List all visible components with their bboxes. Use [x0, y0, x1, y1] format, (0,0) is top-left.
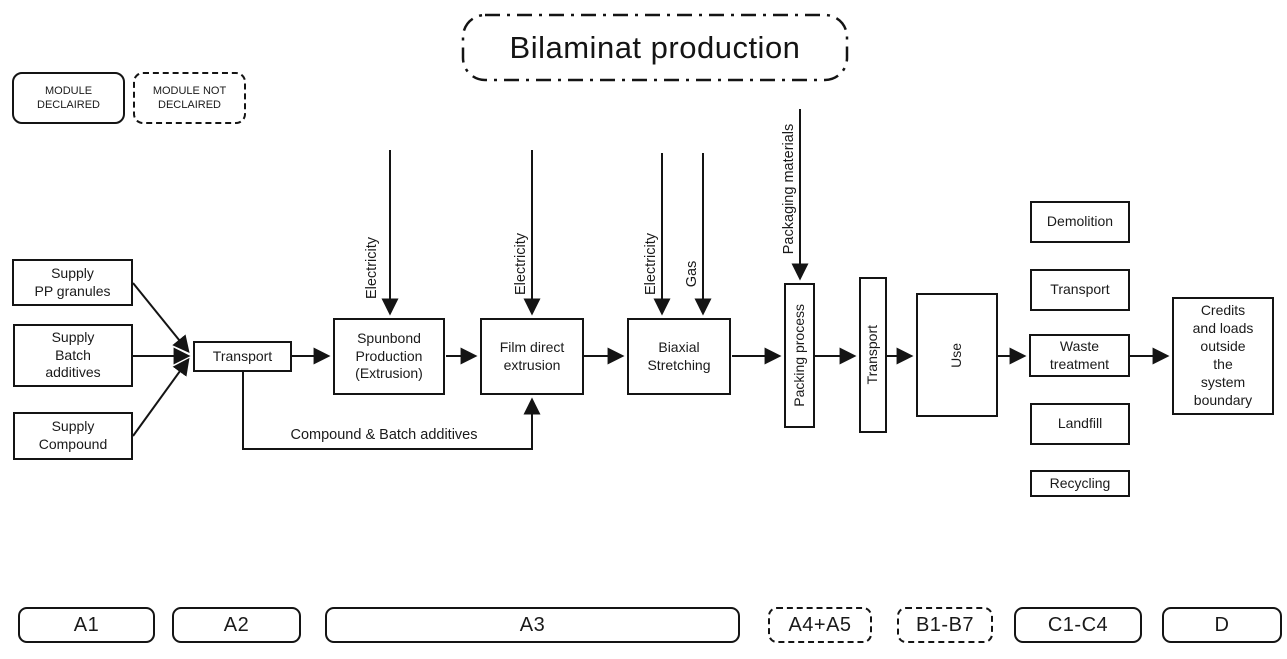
stage-b1b7: B1-B7 [897, 607, 993, 643]
node-transport-a2: Transport [193, 341, 292, 372]
stage-d: D [1162, 607, 1282, 643]
flow-label-compound-batch-additives: Compound & Batch additives [290, 427, 478, 443]
legend-module-not-declared: MODULE NOT DECLAIRED [133, 72, 246, 124]
stage-c1c4-label: C1-C4 [1047, 613, 1109, 636]
node-credits-label: Credits and loads outside the system bou… [1192, 302, 1254, 408]
node-film-direct-extrusion-label: Film direct extrusion [499, 338, 565, 373]
stage-a2: A2 [172, 607, 301, 643]
flow-label-packaging-materials: Packaging materials [781, 123, 797, 255]
node-use-label: Use [948, 342, 965, 368]
stage-d-label: D [1214, 613, 1230, 636]
stage-a3: A3 [325, 607, 740, 643]
node-demolition-label: Demolition [1046, 213, 1114, 230]
stage-a4a5: A4+A5 [768, 607, 872, 643]
node-transport-a2-label: Transport [212, 347, 273, 364]
node-supply-pp-granules-label: Supply PP granules [34, 264, 111, 299]
flow-label-electricity-film: Electricity [513, 232, 529, 296]
title-box: Bilaminat production [462, 14, 848, 81]
diagram-title: Bilaminat production [509, 29, 801, 65]
stage-a1: A1 [18, 607, 155, 643]
node-landfill-label: Landfill [1057, 415, 1103, 432]
node-supply-batch-additives: Supply Batch additives [13, 324, 133, 387]
node-supply-batch-additives-label: Supply Batch additives [45, 328, 101, 381]
node-waste-treatment-label: Waste treatment [1049, 337, 1110, 372]
node-supply-compound-label: Supply Compound [38, 418, 108, 452]
node-credits: Credits and loads outside the system bou… [1172, 297, 1274, 415]
flow-label-gas: Gas [684, 260, 700, 288]
node-packing-process-label: Packing process [790, 304, 807, 407]
node-waste-treatment: Waste treatment [1029, 334, 1130, 377]
node-film-direct-extrusion: Film direct extrusion [480, 318, 584, 395]
node-spunbond-production-label: Spunbond Production (Extrusion) [355, 329, 423, 382]
legend-module-not-declared-label: MODULE NOT DECLAIRED [152, 84, 227, 111]
node-transport-a4: Transport [859, 277, 887, 433]
arrow-compound-to-transport [132, 357, 190, 437]
node-recycling-label: Recycling [1049, 474, 1111, 491]
node-supply-compound: Supply Compound [13, 412, 133, 460]
flow-label-electricity-spunbond: Electricity [364, 236, 380, 300]
node-biaxial-stretching: Biaxial Stretching [627, 318, 731, 395]
node-transport-c2: Transport [1030, 269, 1130, 311]
flow-label-electricity-biaxial: Electricity [643, 232, 659, 296]
stage-a1-label: A1 [73, 613, 100, 636]
node-recycling: Recycling [1030, 470, 1130, 497]
arrow-pp-to-transport [132, 282, 190, 353]
node-use: Use [916, 293, 998, 417]
node-transport-a4-label: Transport [864, 325, 881, 385]
node-biaxial-stretching-label: Biaxial Stretching [647, 338, 711, 373]
node-supply-pp-granules: Supply PP granules [12, 259, 133, 306]
node-spunbond-production: Spunbond Production (Extrusion) [333, 318, 445, 395]
stage-a3-label: A3 [519, 613, 546, 636]
node-landfill: Landfill [1030, 403, 1130, 445]
node-transport-c2-label: Transport [1050, 281, 1110, 298]
node-packing-process: Packing process [784, 283, 815, 428]
stage-a2-label: A2 [223, 613, 250, 636]
legend-module-declared: MODULE DECLAIRED [12, 72, 125, 124]
node-demolition: Demolition [1030, 201, 1130, 243]
stage-a4a5-label: A4+A5 [788, 613, 852, 636]
stage-c1c4: C1-C4 [1014, 607, 1142, 643]
stage-b1b7-label: B1-B7 [915, 613, 975, 636]
legend-module-declared-label: MODULE DECLAIRED [37, 84, 100, 111]
